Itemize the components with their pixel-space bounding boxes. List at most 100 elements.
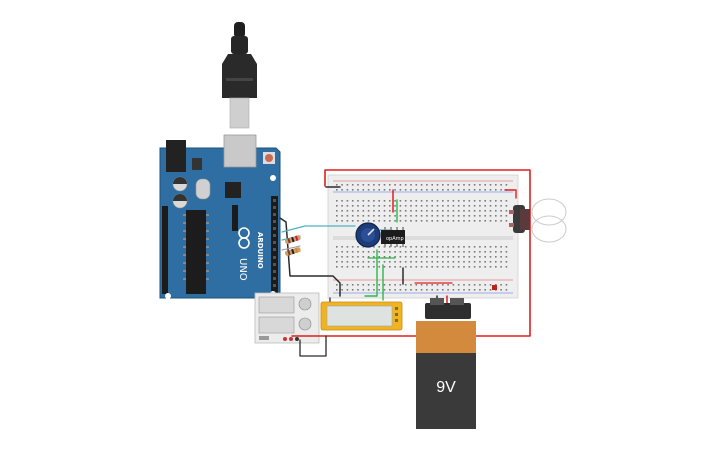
breadboard-hole[interactable] (468, 261, 471, 263)
breadboard-hole[interactable] (431, 289, 433, 291)
breadboard-hole[interactable] (367, 220, 370, 222)
breadboard-hole[interactable] (373, 246, 375, 248)
breadboard-hole[interactable] (473, 184, 476, 186)
breadboard-hole[interactable] (500, 251, 502, 253)
breadboard-hole[interactable] (362, 261, 365, 263)
breadboard-hole[interactable] (399, 200, 402, 202)
breadboard-hole[interactable] (367, 189, 370, 191)
breadboard-hole[interactable] (436, 289, 439, 291)
breadboard-hole[interactable] (420, 205, 423, 207)
breadboard-hole[interactable] (351, 261, 354, 263)
battery-terminal-positive[interactable] (450, 298, 464, 305)
breadboard-hole[interactable] (357, 200, 359, 202)
breadboard-hole[interactable] (495, 189, 497, 191)
potentiometer[interactable] (355, 222, 381, 248)
breadboard-hole[interactable] (346, 220, 349, 222)
breadboard-hole[interactable] (457, 189, 460, 191)
breadboard-hole[interactable] (336, 210, 338, 212)
breadboard-hole[interactable] (420, 256, 423, 258)
breadboard-hole[interactable] (420, 200, 423, 202)
breadboard-hole[interactable] (399, 289, 402, 291)
breadboard-hole[interactable] (404, 261, 407, 263)
breadboard-hole[interactable] (484, 205, 486, 207)
breadboard-hole[interactable] (378, 184, 380, 186)
breadboard-hole[interactable] (479, 261, 481, 263)
breadboard-hole[interactable] (373, 215, 375, 217)
breadboard-hole[interactable] (378, 289, 380, 291)
breadboard-hole[interactable] (500, 261, 502, 263)
breadboard-hole[interactable] (373, 189, 375, 191)
breadboard-hole[interactable] (357, 210, 359, 212)
breadboard-hole[interactable] (341, 261, 343, 263)
breadboard-hole[interactable] (436, 215, 439, 217)
breadboard-hole[interactable] (457, 215, 460, 217)
breadboard-hole[interactable] (473, 210, 476, 212)
breadboard-hole[interactable] (373, 200, 375, 202)
breadboard-hole[interactable] (351, 284, 354, 286)
breadboard-hole[interactable] (367, 256, 370, 258)
breadboard-hole[interactable] (373, 284, 375, 286)
breadboard-hole[interactable] (489, 266, 492, 268)
breadboard-hole[interactable] (346, 261, 349, 263)
breadboard-hole[interactable] (442, 246, 444, 248)
breadboard-hole[interactable] (463, 289, 465, 291)
breadboard-hole[interactable] (468, 184, 471, 186)
breadboard-hole[interactable] (452, 251, 455, 253)
breadboard-hole[interactable] (378, 284, 380, 286)
breadboard-hole[interactable] (479, 251, 481, 253)
breadboard-hole[interactable] (495, 256, 497, 258)
breadboard-hole[interactable] (505, 215, 508, 217)
breadboard-hole[interactable] (415, 205, 418, 207)
breadboard-hole[interactable] (336, 200, 338, 202)
breadboard-hole[interactable] (457, 184, 460, 186)
breadboard-hole[interactable] (436, 210, 439, 212)
breadboard-hole[interactable] (362, 189, 365, 191)
breadboard-hole[interactable] (383, 256, 386, 258)
breadboard-hole[interactable] (394, 266, 396, 268)
breadboard-hole[interactable] (336, 261, 338, 263)
light-bulb[interactable] (509, 198, 567, 243)
wire-teal-1[interactable] (281, 225, 356, 233)
breadboard-hole[interactable] (351, 251, 354, 253)
breadboard-hole[interactable] (452, 289, 455, 291)
breadboard-hole[interactable] (489, 210, 492, 212)
breadboard-hole[interactable] (420, 266, 423, 268)
breadboard-hole[interactable] (431, 220, 433, 222)
breadboard-hole[interactable] (505, 266, 508, 268)
breadboard-hole[interactable] (468, 256, 471, 258)
breadboard-hole[interactable] (442, 256, 444, 258)
breadboard-hole[interactable] (489, 215, 492, 217)
breadboard-hole[interactable] (378, 189, 380, 191)
breadboard-hole[interactable] (367, 289, 370, 291)
breadboard-hole[interactable] (447, 246, 449, 248)
breadboard-hole[interactable] (357, 266, 359, 268)
breadboard-hole[interactable] (484, 210, 486, 212)
breadboard-hole[interactable] (473, 289, 476, 291)
breadboard-hole[interactable] (378, 200, 380, 202)
breadboard-hole[interactable] (410, 184, 412, 186)
breadboard-hole[interactable] (399, 266, 402, 268)
breadboard-hole[interactable] (426, 189, 428, 191)
breadboard-hole[interactable] (389, 200, 391, 202)
breadboard-hole[interactable] (457, 266, 460, 268)
lcd-module[interactable] (320, 301, 403, 331)
breadboard-hole[interactable] (447, 215, 449, 217)
breadboard-hole[interactable] (357, 189, 359, 191)
breadboard-hole[interactable] (479, 246, 481, 248)
breadboard-hole[interactable] (404, 184, 407, 186)
breadboard-hole[interactable] (357, 251, 359, 253)
relay-knob-2[interactable] (298, 317, 312, 331)
breadboard-hole[interactable] (389, 205, 391, 207)
breadboard-hole[interactable] (399, 210, 402, 212)
breadboard-hole[interactable] (489, 184, 492, 186)
breadboard-hole[interactable] (336, 251, 338, 253)
breadboard-hole[interactable] (442, 189, 444, 191)
breadboard-hole[interactable] (505, 205, 508, 207)
breadboard-hole[interactable] (426, 220, 428, 222)
breadboard-hole[interactable] (495, 220, 497, 222)
breadboard-hole[interactable] (463, 284, 465, 286)
resistor-2[interactable] (284, 247, 301, 257)
relay-knob-1[interactable] (298, 297, 312, 311)
breadboard-hole[interactable] (362, 184, 365, 186)
breadboard-hole[interactable] (505, 289, 508, 291)
